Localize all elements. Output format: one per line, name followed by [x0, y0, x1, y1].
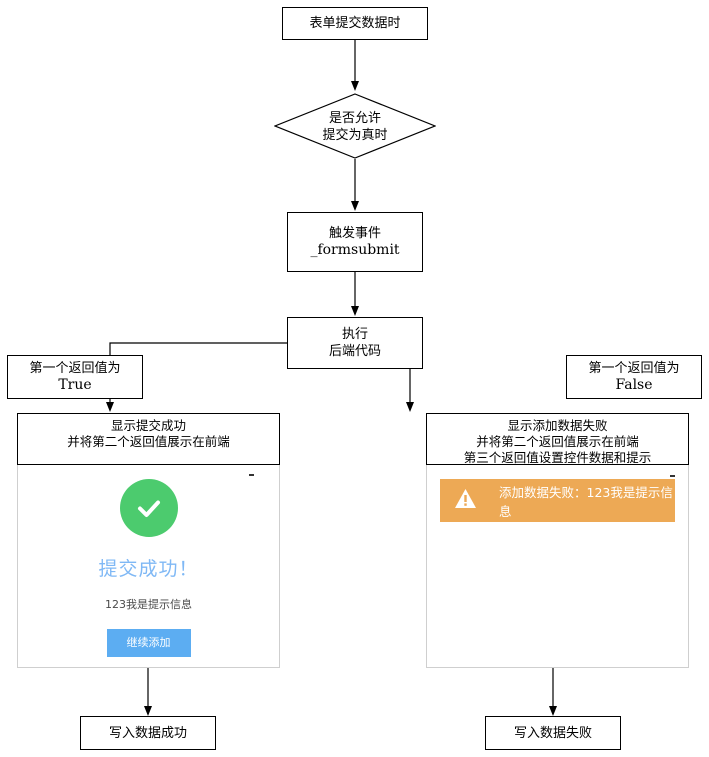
screenshot-artifact-dot: [670, 475, 675, 477]
node-trigger-event[interactable]: 触发事件 _formsubmit: [287, 212, 423, 272]
label-return-false[interactable]: 第一个返回值为 False: [566, 355, 702, 399]
label-return-false-line1: 第一个返回值为: [588, 361, 680, 376]
node-start[interactable]: 表单提交数据时: [282, 7, 428, 40]
success-header-line2: 并将第二个返回值展示在前端: [67, 434, 230, 449]
node-execute-line1: 执行: [341, 327, 368, 342]
node-write-failure[interactable]: 写入数据失败: [485, 716, 621, 750]
node-execute-line2: 后端代码: [328, 344, 381, 359]
success-message: 123我是提示信息: [105, 598, 192, 611]
label-return-true-line2: True: [58, 377, 92, 393]
failure-header-line1: 显示添加数据失败: [507, 418, 608, 433]
failure-branch-panel: 显示添加数据失败 并将第二个返回值展示在前端 第三个返回值设置控件数据和提示 添…: [426, 413, 689, 668]
node-trigger-line2: _formsubmit: [310, 242, 400, 258]
continue-add-button[interactable]: 继续添加: [106, 629, 191, 657]
node-trigger-line1: 触发事件: [328, 226, 381, 241]
success-header-line1: 显示提交成功: [110, 418, 186, 433]
node-write-failure-label: 写入数据失败: [513, 725, 592, 741]
node-decision[interactable]: 是否允许 提交为真时: [274, 93, 436, 159]
label-return-false-line2: False: [615, 377, 653, 393]
screenshot-artifact-dot: [249, 474, 254, 476]
success-branch-panel: 显示提交成功 并将第二个返回值展示在前端 提交成功！ 123我是提示信息 继续添…: [17, 413, 280, 668]
check-mark-icon: [119, 479, 178, 537]
success-panel-header: 显示提交成功 并将第二个返回值展示在前端: [17, 413, 280, 465]
failure-header-line3: 第三个返回值设置控件数据和提示: [463, 450, 652, 465]
node-write-success-label: 写入数据成功: [108, 725, 187, 741]
success-screenshot-frame: 提交成功！ 123我是提示信息 继续添加: [17, 465, 280, 668]
warning-triangle-icon: [454, 488, 477, 513]
success-title: 提交成功！: [98, 558, 199, 580]
failure-panel-header: 显示添加数据失败 并将第二个返回值展示在前端 第三个返回值设置控件数据和提示: [426, 413, 689, 465]
node-start-label: 表单提交数据时: [309, 16, 401, 31]
failure-screenshot: 添加数据失败：123我是提示信息: [427, 465, 688, 667]
failure-header-line2: 并将第二个返回值展示在前端: [476, 434, 639, 449]
error-banner-text: 添加数据失败：123我是提示信息: [499, 484, 673, 519]
error-alert-banner[interactable]: 添加数据失败：123我是提示信息: [440, 479, 675, 522]
label-return-true-line1: 第一个返回值为: [29, 361, 121, 376]
node-execute-backend[interactable]: 执行 后端代码: [287, 317, 423, 369]
node-decision-label: 是否允许 提交为真时: [322, 111, 388, 143]
node-write-success[interactable]: 写入数据成功: [80, 716, 216, 750]
diamond-shape-icon: [274, 93, 436, 159]
failure-screenshot-frame: 添加数据失败：123我是提示信息: [426, 465, 689, 668]
label-return-true[interactable]: 第一个返回值为 True: [7, 355, 143, 399]
success-screenshot: 提交成功！ 123我是提示信息 继续添加: [18, 465, 279, 667]
